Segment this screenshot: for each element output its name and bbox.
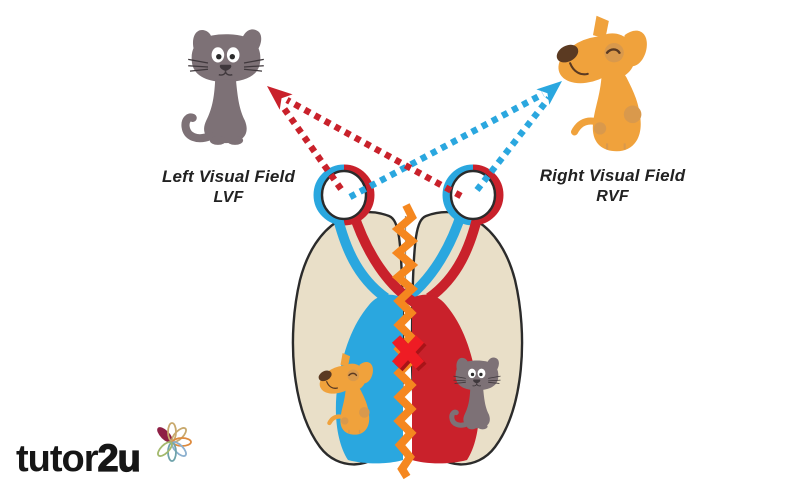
left-eye xyxy=(320,169,368,221)
right-eye-to-lvf-line xyxy=(285,97,463,199)
lvf-label-line1: Left Visual Field xyxy=(161,167,296,186)
rvf-label-line2: RVF xyxy=(596,188,629,205)
right-hemisphere-red-region xyxy=(412,294,480,464)
right-eye xyxy=(449,169,497,221)
cut-x-mark xyxy=(391,335,425,369)
sight-lines xyxy=(267,81,562,200)
logo-text-part2: 2u xyxy=(97,437,142,480)
right-eye-to-rvf-line xyxy=(474,95,552,193)
rvf-label-line1: Right Visual Field xyxy=(539,166,686,185)
left-eye-to-rvf-line xyxy=(348,91,545,200)
left-visual-field-label: Left Visual Field LVF xyxy=(146,166,311,208)
left-eye-to-lvf-line xyxy=(280,105,344,191)
corpus-callosum-cut-x xyxy=(391,335,427,372)
lvf-arrowhead-icon xyxy=(267,86,293,110)
logo-text-part1: tutor xyxy=(16,438,99,480)
rvf-arrowhead-icon xyxy=(536,81,562,105)
lvf-label-line2: LVF xyxy=(213,189,244,206)
tutor2u-logo: tutor2u xyxy=(16,437,142,480)
cat-illustration xyxy=(185,29,263,144)
logo-flower-icon xyxy=(157,422,192,462)
flower-petal-green xyxy=(157,441,173,457)
right-visual-field-label: Right Visual Field RVF xyxy=(530,165,695,207)
right-eye-red-crescent xyxy=(472,164,504,226)
dog-illustration xyxy=(552,16,647,152)
